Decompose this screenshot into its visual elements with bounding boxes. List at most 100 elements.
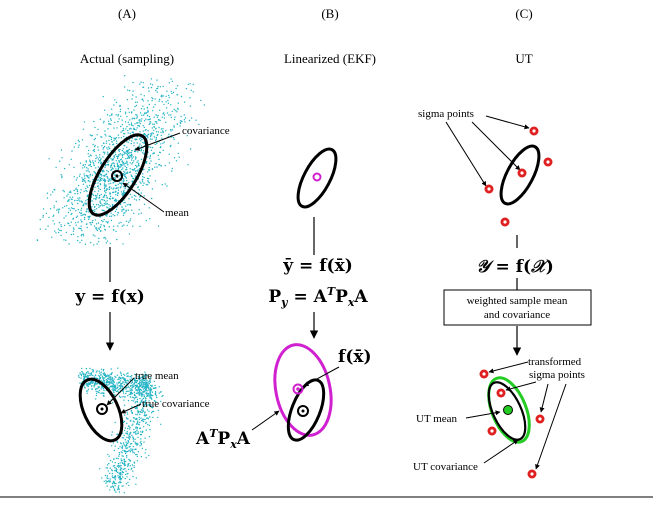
true-mean-label: true mean: [135, 370, 179, 382]
sample-point: [109, 467, 112, 469]
sample-point: [86, 376, 88, 378]
sample-point: [141, 152, 144, 154]
weighted-mean-box: [443, 289, 592, 326]
sample-point: [86, 145, 88, 148]
sample-point: [140, 81, 142, 83]
sample-point: [140, 400, 142, 403]
sample-point: [83, 175, 86, 177]
sample-point: [103, 392, 105, 395]
sample-point: [82, 183, 85, 185]
sample-point: [129, 203, 132, 206]
sample-point: [76, 177, 78, 179]
sample-point: [72, 227, 75, 229]
sample-point: [117, 488, 119, 491]
sample-point: [112, 144, 114, 146]
sample-point: [105, 480, 107, 482]
covariance-ellipse-a: [87, 133, 149, 217]
sample-point: [128, 233, 131, 235]
sample-point: [142, 410, 144, 413]
sample-point: [96, 228, 98, 230]
sample-point: [147, 181, 150, 183]
sample-point: [126, 447, 128, 449]
sample-point: [142, 133, 145, 135]
sample-point: [131, 392, 134, 395]
sample-point: [76, 215, 79, 217]
sample-point: [129, 449, 131, 451]
sample-point: [157, 131, 160, 133]
sample-point: [87, 383, 89, 385]
sample-point: [148, 182, 150, 184]
sample-point: [141, 176, 144, 178]
sample-point: [105, 164, 107, 166]
sample-point: [200, 99, 202, 102]
sample-point: [142, 420, 145, 423]
sample-point: [160, 128, 163, 130]
sample-point: [86, 185, 88, 187]
sample-point: [79, 373, 81, 375]
mean-marker-a: [111, 170, 123, 182]
sample-point: [143, 383, 146, 385]
sample-point: [173, 118, 176, 121]
sigma-points-label: sigma points: [418, 108, 474, 120]
sample-point: [100, 162, 103, 164]
sample-point: [137, 412, 139, 414]
sample-point: [116, 142, 118, 145]
sample-point: [125, 441, 127, 443]
sample-point: [150, 160, 152, 162]
sample-point: [111, 402, 114, 404]
sample-point: [80, 214, 82, 217]
sample-point: [128, 139, 131, 141]
sample-point: [183, 114, 185, 116]
sample-point: [130, 142, 132, 145]
sample-point: [116, 155, 118, 157]
sample-point: [155, 401, 157, 403]
sample-point: [161, 184, 163, 186]
sample-point: [150, 396, 152, 399]
sample-point: [73, 176, 75, 178]
sample-point: [103, 372, 106, 374]
sample-point: [134, 381, 136, 383]
sample-point: [115, 153, 117, 156]
sample-point: [116, 162, 119, 164]
sample-point: [134, 105, 136, 108]
sample-point: [94, 383, 96, 385]
sample-point: [82, 235, 85, 237]
sample-point: [67, 222, 69, 224]
sample-point: [136, 422, 138, 424]
sample-point: [123, 460, 126, 462]
sample-point: [141, 418, 144, 420]
sample-point: [132, 178, 135, 180]
sample-point: [88, 155, 90, 158]
sample-point: [154, 103, 156, 106]
sample-point: [177, 142, 179, 144]
sample-point: [154, 121, 156, 123]
sample-point: [103, 196, 105, 198]
sample-point: [161, 94, 163, 96]
weighted-mean-line1: weighted sample mean: [467, 295, 568, 307]
sample-point: [143, 120, 146, 122]
sample-point: [117, 471, 119, 473]
sample-point: [108, 479, 110, 482]
sample-point: [67, 193, 69, 196]
sample-point: [176, 123, 178, 125]
sample-point: [125, 470, 127, 472]
sample-point: [160, 400, 162, 403]
sample-point: [131, 387, 133, 389]
sample-point: [122, 151, 125, 153]
sample-point: [137, 420, 139, 422]
sample-point: [132, 448, 134, 450]
sample-point: [107, 470, 110, 472]
sample-point: [116, 214, 119, 216]
sample-point: [128, 221, 130, 223]
sample-point: [163, 141, 165, 143]
sample-point: [101, 477, 103, 479]
sample-point: [42, 216, 44, 218]
sample-point: [63, 197, 65, 199]
sample-point: [134, 402, 136, 404]
sample-point: [124, 460, 127, 463]
sample-point: [94, 173, 97, 175]
sample-point: [136, 453, 138, 456]
sample-point: [134, 438, 136, 440]
sample-point: [113, 225, 115, 227]
sample-point: [115, 230, 117, 233]
